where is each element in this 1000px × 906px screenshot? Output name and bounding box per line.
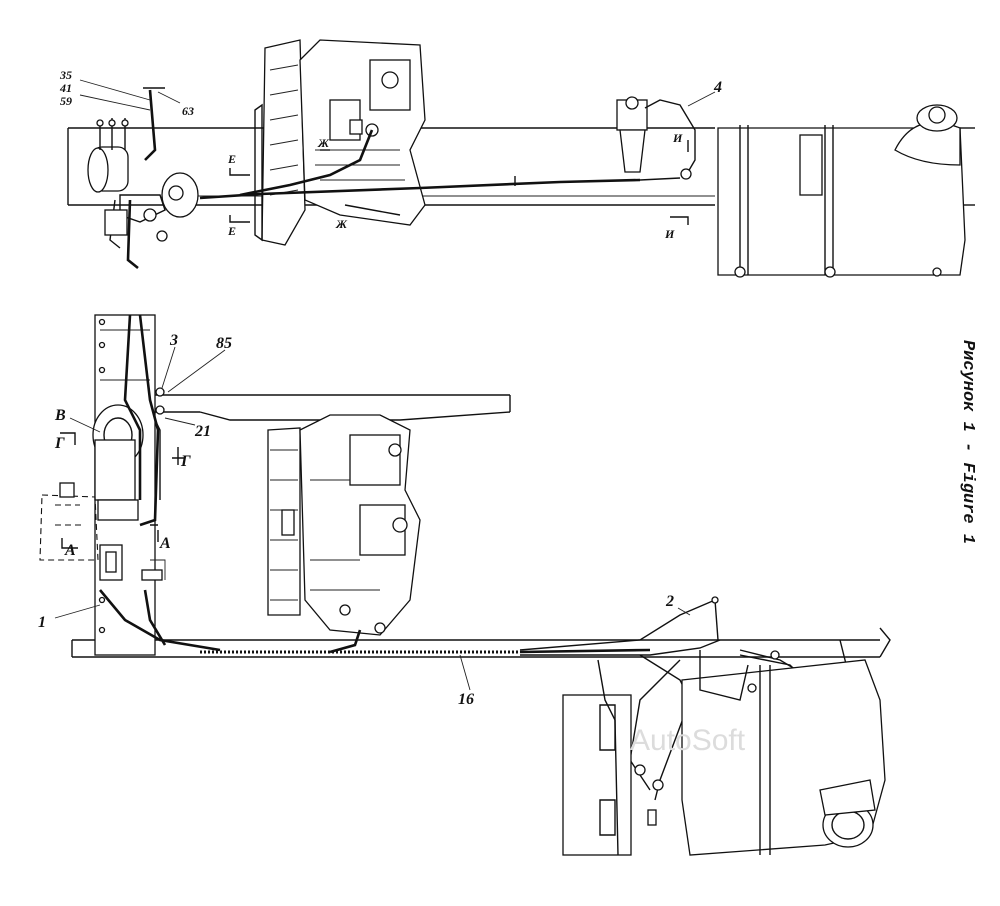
section-mark-g-right: Г	[180, 453, 191, 470]
callout-1: 1	[38, 614, 46, 631]
bottom-harness	[99, 589, 651, 654]
callout-35: 35	[59, 68, 72, 82]
section-mark-e-lower: Е	[227, 224, 236, 238]
watermark: AutoSoft	[630, 724, 746, 757]
top-radiator	[254, 39, 306, 246]
bottom-heater	[92, 314, 166, 581]
callout-21: 21	[194, 423, 211, 440]
section-mark-e-upper: Е	[227, 152, 236, 166]
top-view: 35 41 59 63 4 Е Е Ж Ж И И	[59, 39, 975, 278]
callout-16: 16	[458, 691, 474, 708]
section-mark-a-right: А	[159, 535, 171, 552]
top-section-arrows	[79, 79, 716, 225]
bottom-frame-rail	[71, 394, 891, 658]
callout-63: 63	[182, 104, 194, 118]
section-mark-zh-lower: Ж	[335, 217, 348, 231]
figure-caption: Рисунок 1 - Figure 1	[958, 340, 977, 544]
top-fuel-filter	[616, 96, 696, 180]
section-mark-v: В	[54, 407, 66, 424]
top-fuel-line	[199, 176, 681, 200]
section-mark-i-lower: И	[664, 227, 675, 241]
bottom-view: 3 85 21 1 16 2 В Г Г А А	[38, 314, 891, 856]
callout-2: 2	[665, 593, 674, 610]
section-mark-i-upper: И	[672, 131, 683, 145]
bottom-tank-bracket	[562, 659, 664, 856]
bottom-engine	[299, 414, 421, 654]
section-mark-g-left: Г	[54, 435, 65, 452]
callout-3: 3	[169, 332, 178, 349]
bottom-fan	[267, 427, 301, 616]
bottom-dashed-part	[39, 482, 99, 561]
callout-41: 41	[59, 81, 72, 95]
section-mark-a-left: А	[64, 542, 76, 559]
top-engine	[239, 39, 426, 226]
callout-59: 59	[60, 94, 72, 108]
top-heater-assembly	[87, 87, 199, 270]
section-mark-zh-upper: Ж	[317, 136, 330, 150]
top-fuel-tank	[717, 104, 966, 278]
callout-85: 85	[216, 335, 232, 352]
bottom-fuel-tank	[681, 650, 886, 856]
bottom-leaders	[54, 346, 691, 691]
callout-4: 4	[713, 79, 722, 96]
